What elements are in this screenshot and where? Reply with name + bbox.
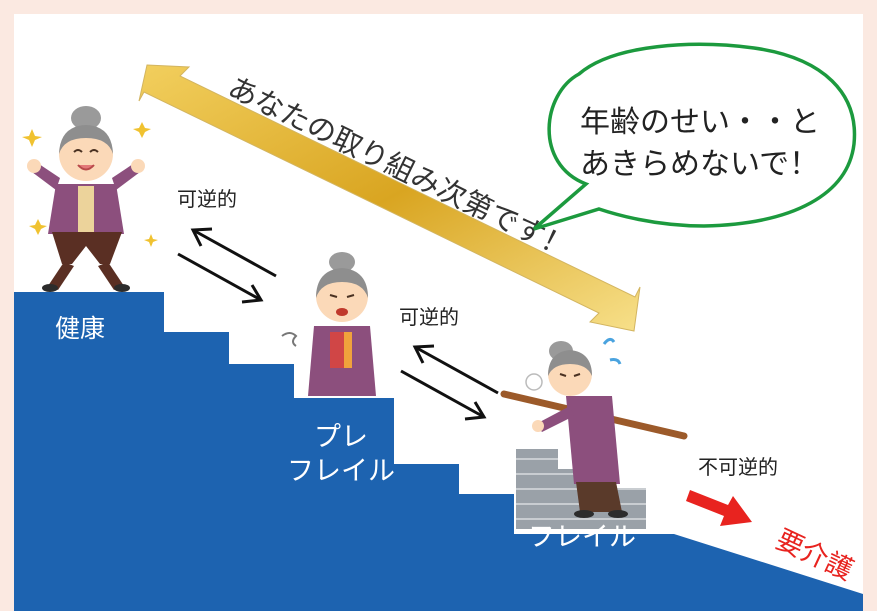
reversible-arrows-2 <box>400 344 499 421</box>
stage-frail: フレイル <box>528 522 636 553</box>
irreversible-label: 不可逆的 <box>698 455 778 479</box>
speech-bubble: 年齢のせい・・と あきらめないで！ <box>532 42 857 231</box>
tired-grandma-icon <box>281 252 376 396</box>
healthy-grandma-icon <box>22 106 158 292</box>
gold-double-arrow <box>138 64 641 332</box>
diagram-canvas: あなたの取り組み次第です！ 年齢のせい・・と あきらめないで！ 可逆的 可逆的 … <box>14 42 863 611</box>
stage-prefrail-line-2: フレイル <box>287 456 395 487</box>
irreversible-arrow <box>686 490 752 526</box>
reversible-label-1: 可逆的 <box>177 187 237 211</box>
bubble-line-1: 年齢のせい・・と <box>580 105 820 140</box>
staircase <box>14 292 863 611</box>
reversible-arrows-1 <box>177 227 277 304</box>
frail-grandma-icon <box>500 337 688 518</box>
frailty-diagram: あなたの取り組み次第です！ 年齢のせい・・と あきらめないで！ 可逆的 可逆的 … <box>14 14 863 611</box>
bubble-line-2: あきらめないで！ <box>580 147 819 182</box>
diagonal-message: あなたの取り組み次第です！ <box>223 70 577 266</box>
stage-healthy: 健康 <box>55 314 105 343</box>
stage-prefrail-line-1: プレ <box>314 422 368 453</box>
reversible-label-2: 可逆的 <box>399 305 459 329</box>
